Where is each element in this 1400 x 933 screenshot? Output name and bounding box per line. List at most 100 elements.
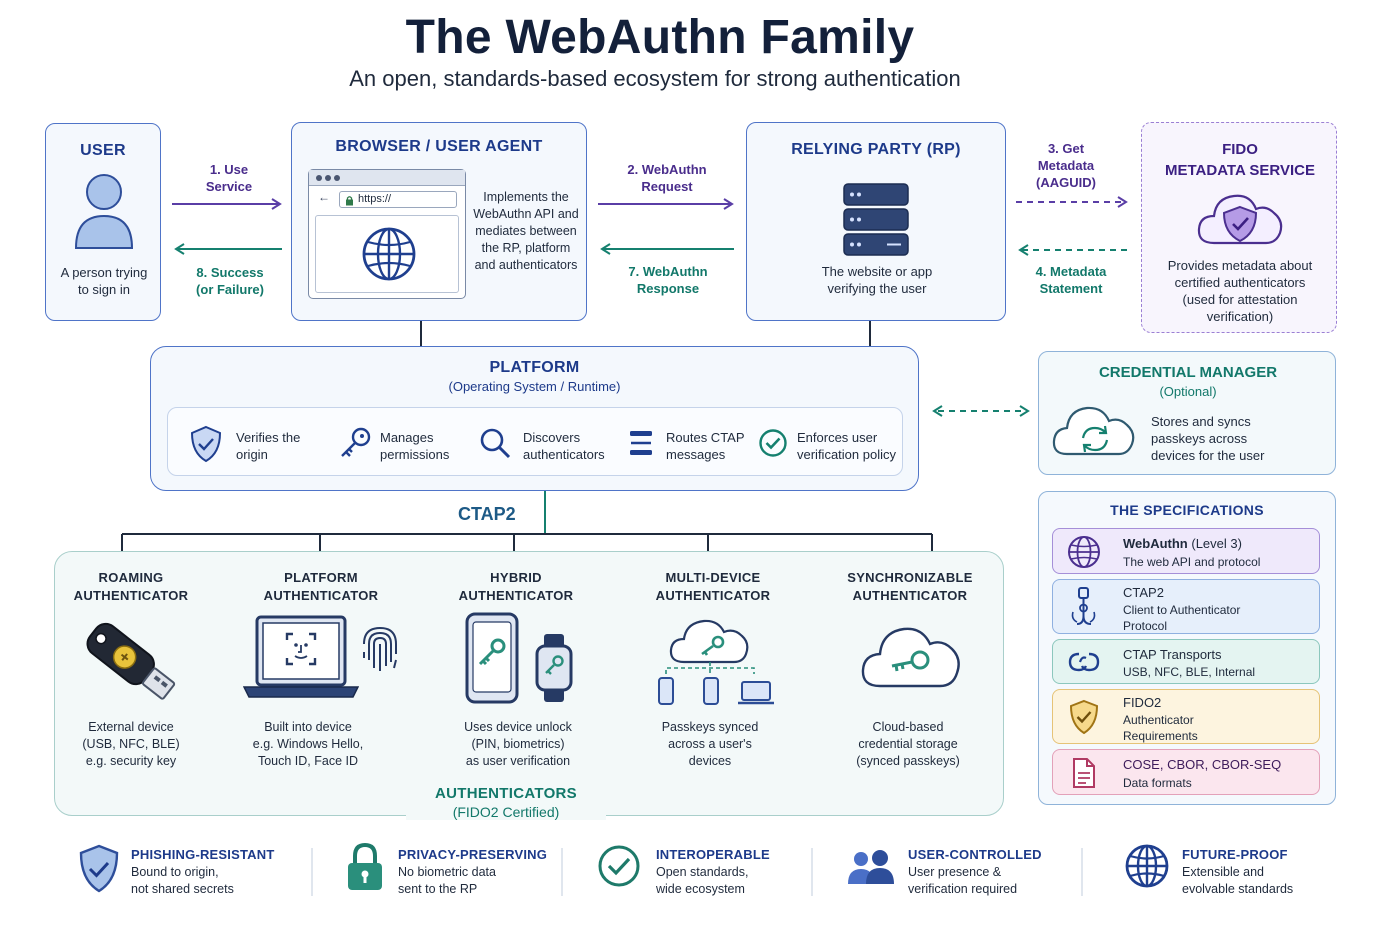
feature-desc: evolvable standards — [1182, 882, 1294, 896]
fido-desc-line: verification) — [1206, 309, 1274, 324]
spec-name: CTAP2 — [1123, 585, 1164, 600]
auth-desc-synchronizable: (synced passkeys) — [856, 754, 960, 768]
window-dot-icon — [316, 175, 322, 181]
credential-manager-title: CREDENTIAL MANAGER — [1098, 364, 1278, 381]
platform-item-label: origin — [236, 447, 268, 462]
platform-title: PLATFORM — [489, 359, 580, 376]
globe-icon — [362, 227, 416, 281]
security-key-icon — [86, 622, 176, 700]
users-icon — [848, 850, 894, 884]
check-circle-icon — [759, 429, 787, 457]
platform-item-label: Discovers — [523, 430, 581, 445]
spec-desc: The web API and protocol — [1123, 555, 1261, 569]
spec-item-data-formats: COSE, CBOR, CBOR-SEQ Data formats — [1052, 749, 1320, 795]
spec-desc: Authenticator — [1123, 713, 1194, 727]
key-icon — [341, 427, 371, 457]
flow-label-get-metadata: (AAGUID) — [1036, 175, 1096, 190]
spec-name: WebAuthn — [1123, 536, 1188, 551]
browser-desc-line: and authenticators — [474, 258, 578, 272]
browser-title: BROWSER / USER AGENT — [335, 138, 543, 155]
browser-desc-line: mediates between — [475, 224, 577, 238]
usb-cable-icon — [1071, 587, 1096, 625]
flow-label-response: Response — [636, 281, 700, 296]
credential-manager-subtitle: (Optional) — [1159, 384, 1217, 399]
authenticators-title: AUTHENTICATORS — [435, 785, 577, 802]
user-title: USER — [80, 142, 126, 159]
credential-manager-desc: Stores and syncs — [1151, 414, 1251, 429]
browser-content-area — [315, 215, 459, 293]
credential-manager-card: CREDENTIAL MANAGER (Optional) Stores and… — [1038, 351, 1336, 475]
search-icon — [480, 428, 511, 459]
platform-subtitle: (Operating System / Runtime) — [448, 379, 621, 394]
spec-name: CTAP Transports — [1123, 647, 1222, 662]
arrow-success — [174, 243, 282, 255]
user-desc-line: to sign in — [77, 282, 131, 297]
address-url: https:// — [358, 193, 392, 205]
feature-desc: wide ecosystem — [656, 882, 745, 896]
fido-desc-line: (used for attestation — [1182, 292, 1298, 307]
auth-desc-synchronizable: credential storage — [858, 737, 958, 751]
rp-desc-line: The website or app — [821, 264, 933, 279]
flow-label-use-service: 1. Use — [209, 162, 249, 177]
browser-card: BROWSER / USER AGENT ← https:// Implemen… — [291, 122, 587, 321]
check-circle-icon — [598, 845, 640, 887]
platform-item-label: authenticators — [523, 447, 605, 462]
auth-desc-platform: Touch ID, Face ID — [257, 754, 359, 768]
arrow-use-service — [172, 198, 282, 210]
feature-desc: No biometric data — [398, 865, 496, 879]
auth-desc-synchronizable: Cloud-based — [872, 720, 944, 734]
spec-desc: USB, NFC, BLE, Internal — [1123, 665, 1256, 679]
flow-label-use-service: Service — [205, 179, 253, 194]
spec-desc: Protocol — [1123, 619, 1168, 633]
credential-manager-desc: passkeys across — [1151, 431, 1248, 446]
spec-desc: Client to Authenticator — [1123, 603, 1241, 617]
platform-item-label: Manages — [380, 430, 434, 445]
shield-check-icon — [79, 844, 119, 893]
spec-desc: Data formats — [1123, 776, 1192, 790]
specifications-title: THE SPECIFICATIONS — [1110, 502, 1264, 518]
arrow-webauthn-request — [598, 198, 734, 210]
spec-item-fido2: FIDO2 Authenticator Requirements — [1052, 689, 1320, 744]
auth-title-hybrid: HYBRID — [490, 570, 542, 585]
spec-name-extra: (Level 3) — [1187, 536, 1242, 551]
auth-title-synchronizable: SYNCHRONIZABLE — [847, 570, 973, 585]
document-icon — [1073, 758, 1095, 788]
shield-check-icon — [1069, 699, 1099, 735]
fido-metadata-card: FIDO METADATA SERVICE Provides metadata … — [1141, 122, 1337, 333]
smartwatch-icon — [535, 634, 573, 702]
feature-desc: not shared secrets — [131, 882, 234, 896]
auth-desc-multi-device: devices — [688, 754, 732, 768]
authenticators-subtitle: (FIDO2 Certified) — [406, 804, 606, 820]
auth-desc-multi-device: across a user's — [668, 737, 752, 751]
auth-title-roaming: ROAMING — [98, 570, 164, 585]
spec-item-ctap2: CTAP2 Client to Authenticator Protocol — [1052, 579, 1320, 634]
platform-item-label: Enforces user — [797, 430, 878, 445]
feature-desc: Extensible and — [1182, 865, 1265, 879]
shield-check-icon — [190, 425, 222, 463]
user-desc-line: A person trying — [60, 265, 148, 280]
routing-icon — [630, 431, 652, 455]
transport-link-icon — [1068, 652, 1100, 672]
platform-item-label: messages — [666, 447, 726, 462]
auth-desc-multi-device: Passkeys synced — [661, 720, 759, 734]
credential-manager-desc: devices for the user — [1151, 448, 1265, 463]
laptop-face-id-icon — [243, 615, 359, 698]
platform-item-label: Routes CTAP — [666, 430, 745, 445]
auth-desc-roaming: External device — [88, 720, 174, 734]
browser-desc-line: the RP, platform — [481, 241, 571, 255]
feature-desc: verification required — [908, 882, 1018, 896]
feature-title: PHISHING-RESISTANT — [131, 847, 275, 862]
spec-item-ctap-transports: CTAP Transports USB, NFC, BLE, Internal — [1052, 639, 1320, 684]
platform-item-label: verification policy — [797, 447, 896, 462]
browser-desc-line: Implements the — [483, 190, 569, 204]
ctap2-label: CTAP2 — [455, 504, 519, 525]
auth-title-synchronizable: AUTHENTICATOR — [852, 588, 968, 603]
flow-label-success: 8. Success — [196, 265, 264, 280]
flow-label-request: 2. WebAuthn — [627, 162, 707, 177]
auth-title-hybrid: AUTHENTICATOR — [458, 588, 574, 603]
feature-title: FUTURE-PROOF — [1182, 847, 1288, 862]
flow-label-get-metadata: 3. Get — [1047, 141, 1085, 156]
arrow-metadata-statement — [1018, 244, 1128, 256]
auth-desc-platform: Built into device — [264, 720, 352, 734]
